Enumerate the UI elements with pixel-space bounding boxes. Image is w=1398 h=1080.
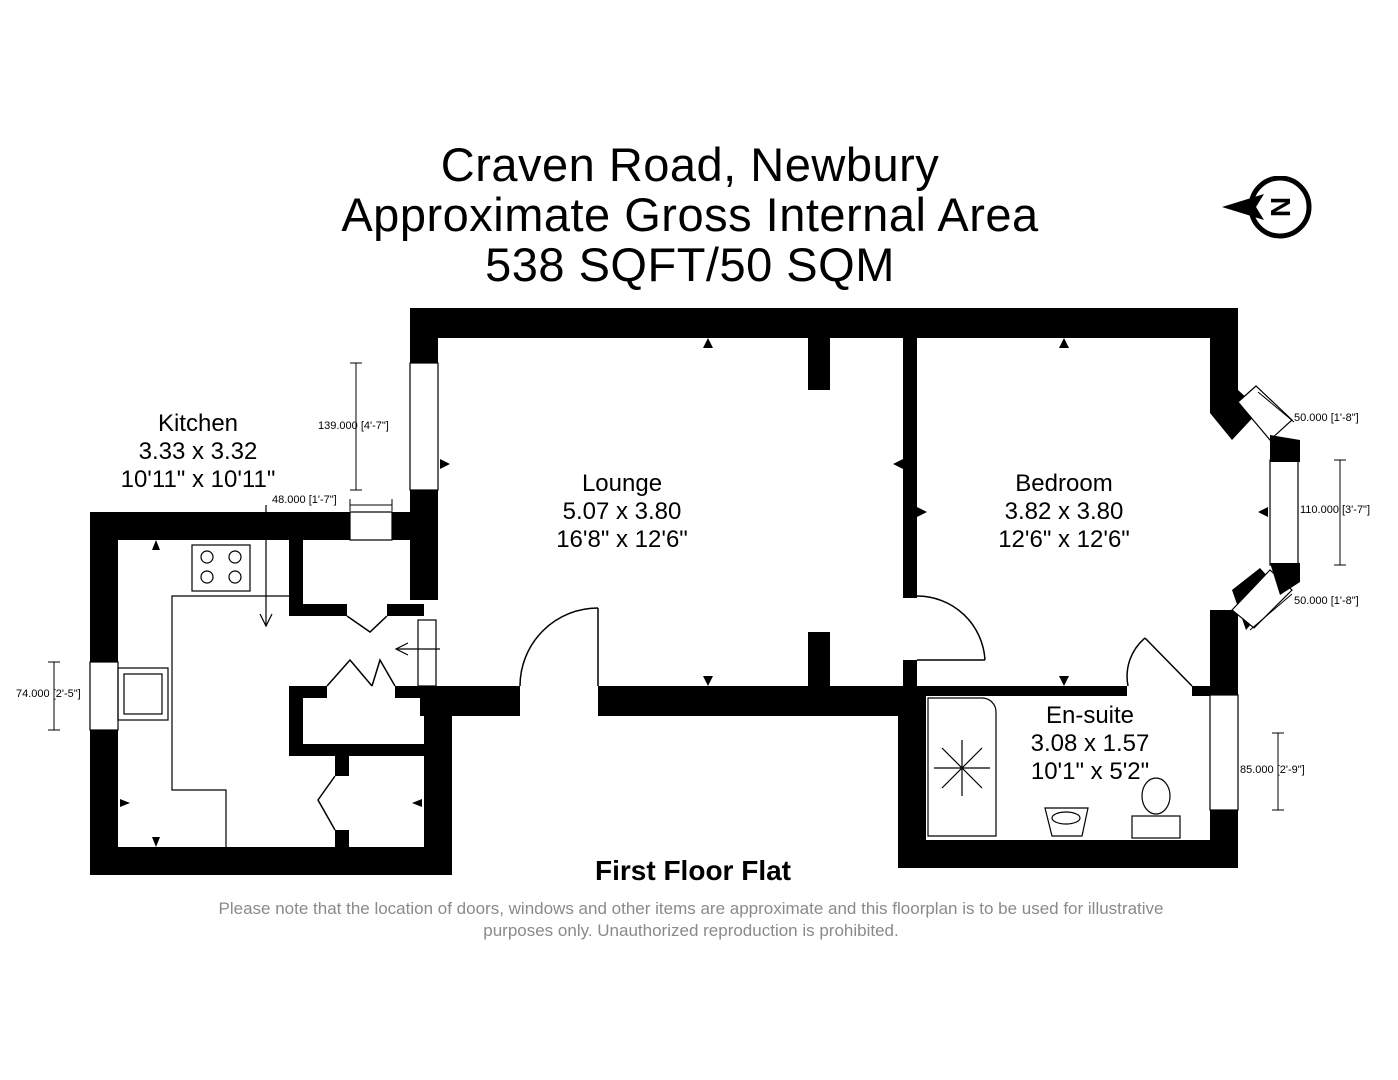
- walls: [90, 308, 1280, 875]
- dim-bay-upper: 50.000 [1'-8"]: [1294, 412, 1359, 424]
- bedroom-metric: 3.82 x 3.80: [1004, 498, 1124, 525]
- lounge-name: Lounge: [581, 470, 663, 497]
- hob-icon: [191, 544, 251, 592]
- ensuite-window: [1209, 694, 1239, 811]
- dim-lounge-window: 139.000 [4'-7"]: [318, 420, 389, 432]
- kitchen-metric: 3.33 x 3.32: [138, 438, 258, 465]
- compass-letter: N: [1265, 197, 1296, 217]
- plan-title: Craven Road, Newbury Approximate Gross I…: [0, 140, 1380, 290]
- disclaimer-line-2: purposes only. Unauthorized reproduction…: [483, 921, 899, 940]
- disclaimer-line-1: Please note that the location of doors, …: [218, 899, 1164, 918]
- kitchen-name: Kitchen: [157, 410, 239, 437]
- ensuite-imperial: 10'1" x 5'2": [1030, 758, 1150, 785]
- dim-kitchen-side-window: 74.000 [2'-5"]: [16, 688, 81, 700]
- lounge-imperial: 16'8" x 12'6": [556, 526, 688, 553]
- ensuite-fittings: [927, 697, 1181, 839]
- kitchen-worktop: [171, 595, 289, 847]
- dim-bay-middle: 110.000 [3'-7"]: [1300, 504, 1371, 516]
- bedroom-name: Bedroom: [1015, 470, 1113, 497]
- kitchen-door-panel: [417, 619, 437, 687]
- kitchen-fittings: [117, 505, 440, 847]
- ensuite-name: En-suite: [1045, 702, 1135, 729]
- shower-icon: [927, 697, 997, 837]
- bay-frame: [1270, 435, 1300, 595]
- door-swings: [301, 545, 1193, 831]
- room-label-lounge: Lounge 5.07 x 3.80 16'8" x 12'6": [532, 470, 712, 554]
- disclaimer: Please note that the location of doors, …: [150, 898, 1232, 942]
- basin-icon: [1044, 807, 1089, 837]
- bedroom-imperial: 12'6" x 12'6": [998, 526, 1130, 553]
- bedroom-door-arc: [916, 595, 986, 661]
- kitchen-imperial: 10'11" x 10'11": [120, 466, 276, 493]
- toilet-cistern-icon: [1131, 815, 1181, 839]
- dimension-markers: [120, 338, 1268, 847]
- dim-kitchen-top-window: 48.000 [1'-7"]: [272, 494, 337, 506]
- kitchen-side-window: [89, 661, 119, 731]
- dimension-lines: [48, 362, 1346, 811]
- windows: [89, 362, 1299, 811]
- room-label-kitchen: Kitchen 3.33 x 3.32 10'11" x 10'11": [100, 410, 296, 494]
- lounge-window: [409, 362, 439, 491]
- toilet-icon: [1141, 777, 1171, 815]
- room-label-bedroom: Bedroom 3.82 x 3.80 12'6" x 12'6": [972, 470, 1156, 554]
- kitchen-top-window: [349, 511, 393, 541]
- bay-window-middle: [1269, 459, 1299, 566]
- lounge-door-arc: [519, 607, 599, 687]
- ensuite-door-arc: [1126, 637, 1146, 687]
- dim-bay-lower: 50.000 [1'-8"]: [1294, 595, 1359, 607]
- title-address: Craven Road, Newbury: [440, 138, 940, 191]
- ensuite-metric: 3.08 x 1.57: [1030, 730, 1150, 757]
- title-area-value: 538 SQFT/50 SQM: [485, 238, 895, 291]
- lounge-metric: 5.07 x 3.80: [562, 498, 682, 525]
- title-area-caption: Approximate Gross Internal Area: [341, 188, 1039, 241]
- north-compass-icon: N: [1222, 176, 1312, 239]
- room-label-ensuite: En-suite 3.08 x 1.57 10'1" x 5'2": [1004, 702, 1176, 786]
- dim-ensuite-window: 85.000 [2'-9"]: [1240, 764, 1305, 776]
- floor-label: First Floor Flat: [595, 855, 791, 886]
- kitchen-sink-icon: [117, 667, 169, 721]
